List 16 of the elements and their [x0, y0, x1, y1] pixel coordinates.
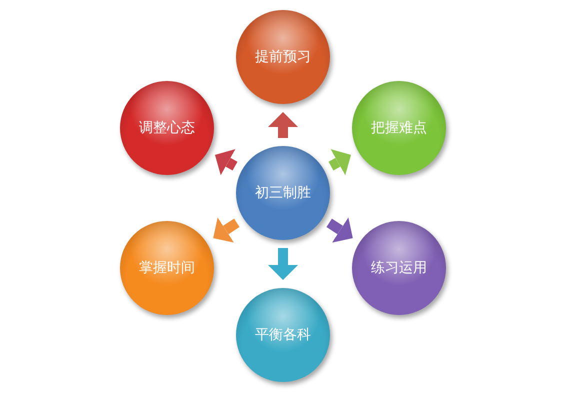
node-label: 提前预习: [255, 48, 311, 66]
circle-node: [236, 146, 330, 240]
circle-node: [352, 81, 446, 175]
node-label: 平衡各科: [255, 326, 311, 344]
circle-node: [352, 221, 446, 315]
arrow: [328, 149, 352, 176]
arrow: [268, 112, 298, 138]
node-label: 调整心态: [139, 119, 195, 137]
node-label: 掌握时间: [139, 259, 195, 277]
arrow: [213, 217, 240, 243]
arrow: [268, 248, 298, 280]
node-label: 把握难点: [371, 119, 427, 137]
node-label: 练习运用: [371, 259, 427, 277]
arrow: [214, 149, 238, 176]
node-label: 初三制胜: [255, 184, 311, 202]
arrow: [326, 217, 353, 243]
